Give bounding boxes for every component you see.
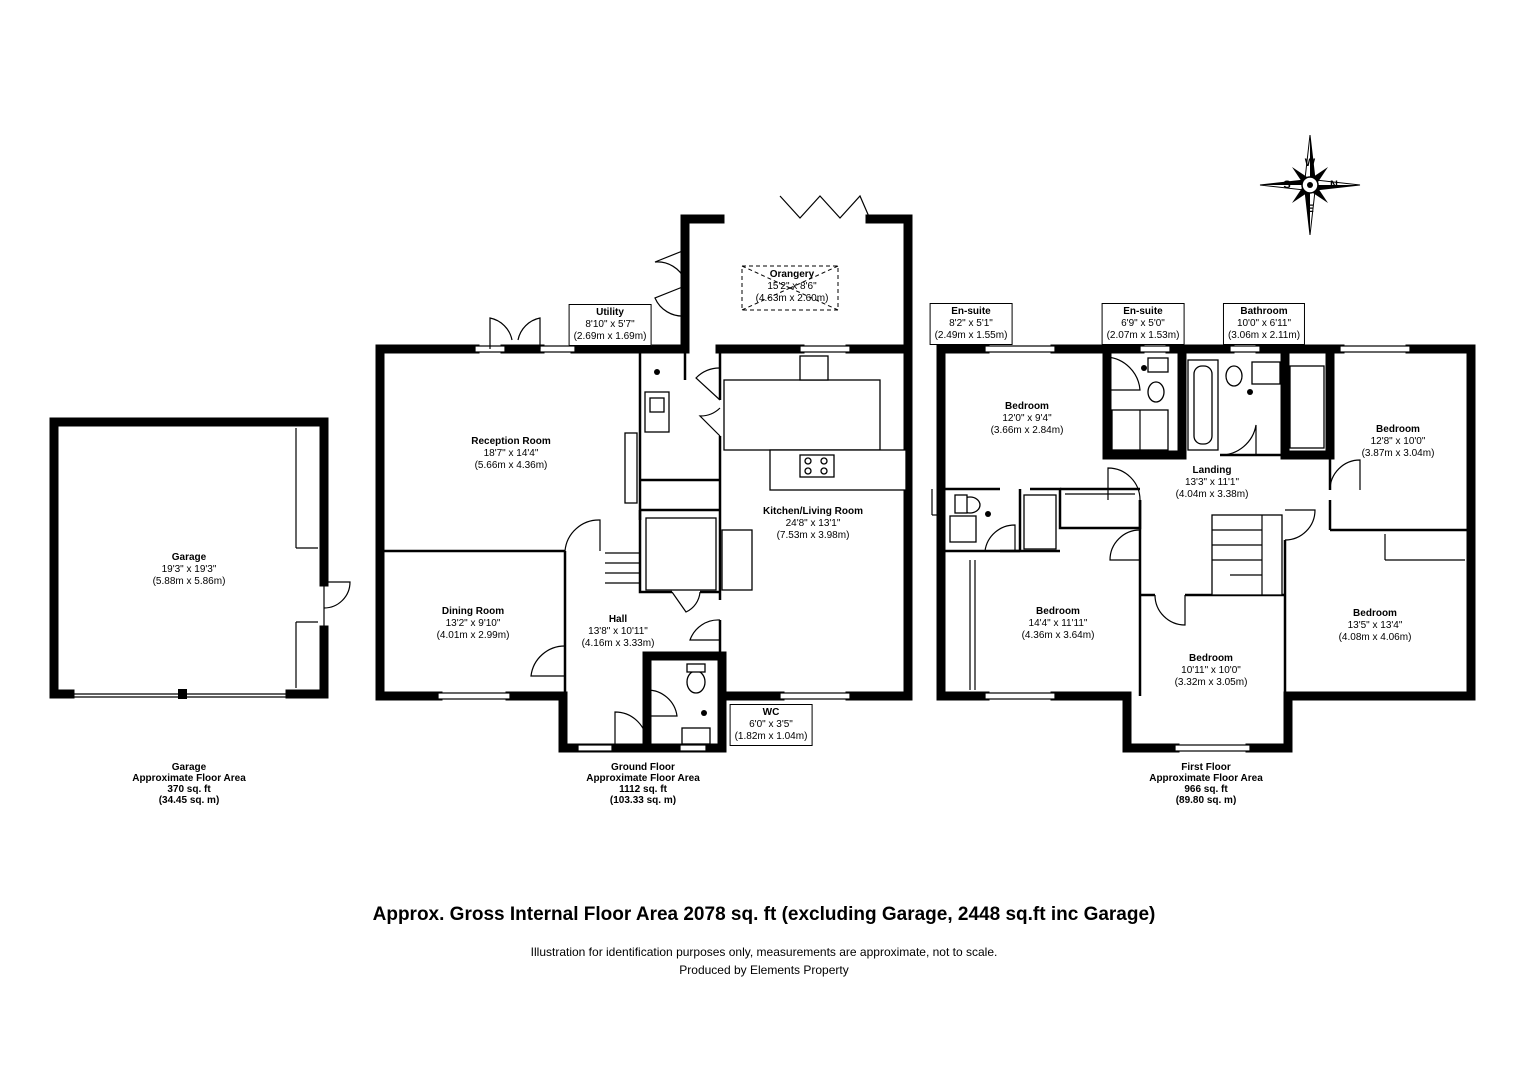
room-metric: (4.04m x 3.38m): [1175, 489, 1249, 500]
room-name: Bedroom: [1376, 424, 1420, 435]
room-dining: Dining Room 13'2" x 9'10" (4.01m x 2.99m…: [437, 606, 510, 642]
ground-floor-plan: [375, 194, 913, 753]
room-wc: WC 6'0" x 3'5" (1.82m x 1.04m): [729, 704, 813, 746]
room-ensuite-1: En-suite 8'2" x 5'1" (2.49m x 1.55m): [929, 303, 1013, 345]
room-imperial: 6'9" x 5'0": [1121, 318, 1165, 329]
room-name: En-suite: [951, 306, 991, 317]
room-imperial: 13'2" x 9'10": [445, 618, 501, 629]
area-line: Approximate Floor Area: [132, 773, 246, 784]
room-utility: Utility 8'10" x 5'7" (2.69m x 1.69m): [568, 304, 652, 346]
room-metric: (5.66m x 4.36m): [474, 460, 548, 471]
room-imperial: 10'0" x 6'11": [1236, 318, 1292, 329]
room-bedroom-5: Bedroom 10'11" x 10'0" (3.32m x 3.05m): [1175, 653, 1248, 689]
ground-floor-area: Ground Floor Approximate Floor Area 1112…: [586, 762, 700, 806]
room-landing: Landing 13'3" x 11'1" (4.04m x 3.38m): [1176, 465, 1249, 501]
first-floor-area: First Floor Approximate Floor Area 966 s…: [1149, 762, 1263, 806]
room-bedroom-3: Bedroom 14'4" x 11'11" (4.36m x 3.64m): [1022, 606, 1095, 642]
room-name: Bedroom: [1036, 606, 1080, 617]
area-line: Ground Floor: [611, 762, 675, 773]
room-name: Dining Room: [441, 606, 505, 617]
room-metric: (2.07m x 1.53m): [1106, 330, 1180, 341]
room-metric: (3.66m x 2.84m): [990, 425, 1064, 436]
room-imperial: 14'4" x 11'11": [1028, 618, 1088, 629]
room-metric: (3.06m x 2.11m): [1227, 330, 1301, 341]
area-line: (89.80 sq. m): [1175, 795, 1237, 806]
room-bedroom-1: Bedroom 12'0" x 9'4" (3.66m x 2.84m): [991, 401, 1064, 437]
room-name: Hall: [608, 614, 628, 625]
compass-rose: [1259, 134, 1361, 236]
room-imperial: 18'7" x 14'4": [483, 448, 539, 459]
room-imperial: 24'8" x 13'1": [785, 518, 841, 529]
area-line: Approximate Floor Area: [1149, 773, 1263, 784]
room-name: Bedroom: [1189, 653, 1233, 664]
room-name: Orangery: [769, 269, 815, 280]
room-metric: (4.01m x 2.99m): [436, 630, 510, 641]
area-line: (34.45 sq. m): [158, 795, 220, 806]
room-metric: (4.36m x 3.64m): [1021, 630, 1095, 641]
room-bathroom: Bathroom 10'0" x 6'11" (3.06m x 2.11m): [1222, 303, 1306, 345]
room-imperial: 15'2" x 8'6": [767, 281, 817, 292]
room-name: Garage: [171, 552, 207, 563]
room-metric: (5.88m x 5.86m): [152, 576, 226, 587]
room-imperial: 12'8" x 10'0": [1370, 436, 1426, 447]
room-name: Reception Room: [471, 436, 551, 447]
compass-west-label: W: [1304, 157, 1316, 169]
area-line: Garage: [171, 762, 207, 773]
room-imperial: 8'2" x 5'1": [949, 318, 993, 329]
room-metric: (4.63m x 2.60m): [755, 293, 829, 304]
gross-internal-area: Approx. Gross Internal Floor Area 2078 s…: [372, 904, 1156, 925]
room-imperial: 6'0" x 3'5": [749, 719, 793, 730]
room-reception: Reception Room 18'7" x 14'4" (5.66m x 4.…: [471, 436, 550, 472]
area-line: 966 sq. ft: [1184, 784, 1228, 795]
room-name: WC: [762, 707, 780, 718]
room-metric: (2.49m x 1.55m): [934, 330, 1008, 341]
room-imperial: 13'3" x 11'1": [1184, 477, 1240, 488]
area-line: (103.33 sq. m): [609, 795, 677, 806]
room-bedroom-4: Bedroom 13'5" x 13'4" (4.08m x 4.06m): [1339, 608, 1412, 644]
room-metric: (3.32m x 3.05m): [1174, 677, 1248, 688]
area-line: 1112 sq. ft: [619, 784, 667, 795]
garage-plan: [49, 417, 351, 699]
first-floor-plan: [931, 344, 1476, 753]
room-imperial: 8'10" x 5'7": [585, 319, 635, 330]
area-line: Approximate Floor Area: [586, 773, 700, 784]
room-name: Bathroom: [1240, 306, 1288, 317]
room-metric: (3.87m x 3.04m): [1361, 448, 1435, 459]
area-line: First Floor: [1181, 762, 1231, 773]
room-name: Bedroom: [1353, 608, 1397, 619]
room-metric: (2.69m x 1.69m): [573, 331, 647, 342]
room-imperial: 12'0" x 9'4": [1002, 413, 1052, 424]
room-name: Landing: [1192, 465, 1232, 476]
disclaimer-note: Illustration for identification purposes…: [530, 945, 998, 959]
room-imperial: 13'8" x 10'11": [588, 626, 648, 637]
room-metric: (1.82m x 1.04m): [734, 731, 808, 742]
area-line: 370 sq. ft: [167, 784, 211, 795]
room-orangery: Orangery 15'2" x 8'6" (4.63m x 2.60m): [756, 269, 829, 305]
windows-first: [984, 345, 1411, 752]
room-name: Utility: [596, 307, 624, 318]
producer-credit: Produced by Elements Property: [679, 963, 849, 977]
room-name: Bedroom: [1005, 401, 1049, 412]
room-bedroom-2: Bedroom 12'8" x 10'0" (3.87m x 3.04m): [1362, 424, 1435, 460]
room-imperial: 13'5" x 13'4": [1347, 620, 1403, 631]
compass-east-label: E: [1306, 203, 1314, 215]
room-ensuite-2: En-suite 6'9" x 5'0" (2.07m x 1.53m): [1101, 303, 1185, 345]
room-hall: Hall 13'8" x 10'11" (4.16m x 3.33m): [582, 614, 655, 650]
room-metric: (7.53m x 3.98m): [776, 530, 850, 541]
room-imperial: 10'11" x 10'0": [1181, 665, 1241, 676]
room-name: Kitchen/Living Room: [763, 506, 863, 517]
room-garage: Garage 19'3" x 19'3" (5.88m x 5.86m): [153, 552, 226, 588]
room-imperial: 19'3" x 19'3": [161, 564, 217, 575]
room-name: En-suite: [1123, 306, 1163, 317]
room-kitchen: Kitchen/Living Room 24'8" x 13'1" (7.53m…: [763, 506, 863, 542]
compass-north-label: N: [1330, 179, 1338, 191]
compass-south-label: S: [1283, 179, 1291, 191]
garage-floor-area: Garage Approximate Floor Area 370 sq. ft…: [132, 762, 246, 806]
room-metric: (4.08m x 4.06m): [1338, 632, 1412, 643]
room-metric: (4.16m x 3.33m): [581, 638, 655, 649]
